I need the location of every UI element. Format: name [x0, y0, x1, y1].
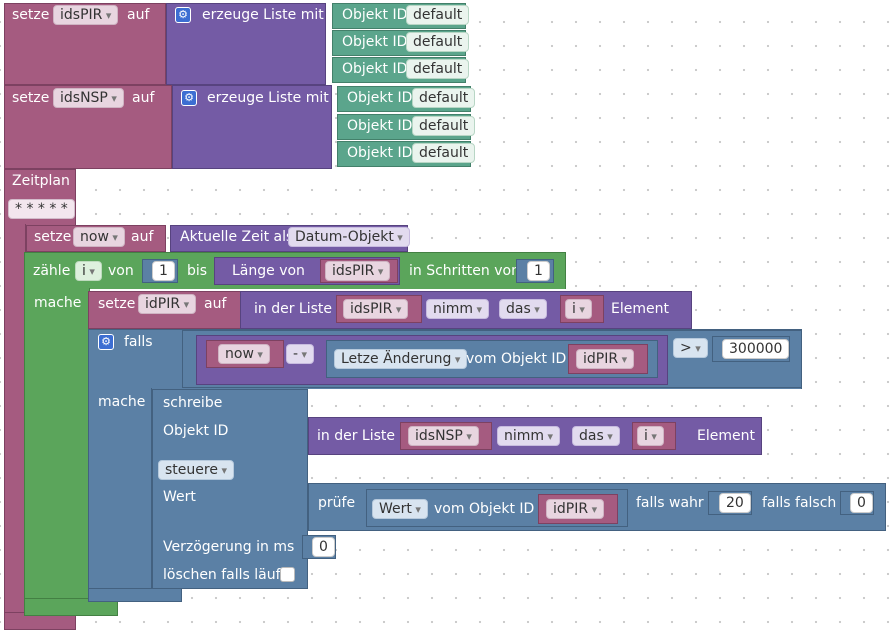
set-label: setze	[12, 7, 50, 23]
count-label: zähle	[33, 263, 71, 279]
in-list-label: in der Liste	[317, 428, 396, 444]
var-dropdown-now[interactable]: now	[218, 344, 270, 364]
value-label: Wert	[163, 489, 196, 505]
element-label: Element	[611, 301, 669, 317]
to-label: auf	[132, 90, 155, 106]
delay-label: Verzögerung in ms	[163, 539, 295, 555]
to-label: auf	[127, 7, 150, 23]
gear-icon[interactable]: ⚙	[98, 334, 114, 350]
create-list-label: erzeuge Liste mit	[202, 7, 324, 23]
state-attr-dropdown[interactable]: Wert	[372, 499, 428, 519]
from-object-id-label: vom Objekt ID	[466, 351, 567, 367]
object-id-label: Objekt ID	[342, 61, 408, 77]
object-id-label: Objekt ID	[342, 7, 408, 23]
false-number-field[interactable]: 0	[850, 493, 873, 513]
object-id-label: Objekt ID	[347, 118, 413, 134]
gear-icon[interactable]: ⚙	[181, 90, 197, 106]
clear-running-label: löschen falls läuft	[163, 567, 286, 583]
do-label: mache	[34, 295, 82, 311]
threshold-number-field[interactable]: 300000	[722, 339, 790, 359]
set-label: setze	[98, 296, 136, 312]
object-id-field[interactable]: default	[412, 143, 476, 163]
list-where-dropdown[interactable]: das	[572, 426, 620, 446]
list-where-dropdown[interactable]: das	[499, 299, 547, 319]
from-number-field[interactable]: 1	[152, 261, 175, 281]
from-object-id-label: vom Objekt ID	[434, 501, 535, 517]
create-list-label: erzeuge Liste mit	[207, 90, 329, 106]
write-block[interactable]	[152, 389, 308, 589]
var-dropdown-idsPIR[interactable]: idsPIR	[53, 5, 119, 25]
if-block-spine	[88, 388, 152, 594]
clear-running-checkbox[interactable]	[280, 567, 295, 582]
create-list-block-1[interactable]	[166, 3, 326, 85]
true-number-field[interactable]: 20	[719, 493, 751, 513]
var-dropdown-idPIR[interactable]: idPIR	[546, 499, 605, 519]
create-list-block-2[interactable]	[172, 85, 332, 169]
schedule-label: Zeitplan	[12, 173, 70, 189]
write-mode-dropdown[interactable]: steuere	[158, 460, 234, 480]
time-format-dropdown[interactable]: Datum-Objekt	[288, 227, 410, 247]
var-dropdown-idsNSP[interactable]: idsNSP	[53, 88, 124, 108]
math-op-dropdown[interactable]: -	[286, 344, 315, 364]
step-number-field[interactable]: 1	[527, 261, 550, 281]
var-dropdown-i[interactable]: i	[75, 261, 102, 281]
var-dropdown-idsPIR[interactable]: idsPIR	[343, 299, 409, 319]
set-label: setze	[12, 90, 50, 106]
if-false-label: falls falsch	[762, 495, 837, 511]
check-label: prüfe	[318, 495, 356, 511]
list-mode-dropdown[interactable]: nimm	[497, 426, 561, 446]
to-label: auf	[131, 229, 154, 245]
count-loop-foot	[24, 598, 118, 616]
element-label: Element	[697, 428, 755, 444]
var-dropdown-now[interactable]: now	[73, 227, 125, 247]
if-true-label: falls wahr	[636, 495, 704, 511]
current-time-label: Aktuelle Zeit als	[180, 229, 294, 245]
object-id-field[interactable]: default	[412, 116, 476, 136]
do-label: mache	[98, 394, 146, 410]
list-mode-dropdown[interactable]: nimm	[426, 299, 490, 319]
gear-icon[interactable]: ⚙	[175, 7, 191, 23]
to-label: auf	[204, 296, 227, 312]
compare-op-dropdown[interactable]: >	[673, 338, 708, 358]
from-label: von	[108, 263, 134, 279]
write-label: schreibe	[163, 395, 223, 411]
object-id-field[interactable]: default	[412, 88, 476, 108]
in-list-label: in der Liste	[254, 301, 333, 317]
in-steps-label: in Schritten von	[409, 263, 520, 279]
var-dropdown-idsPIR[interactable]: idsPIR	[325, 261, 391, 281]
var-dropdown-i[interactable]: i	[637, 426, 664, 446]
count-loop-spine	[24, 288, 90, 318]
object-id-label: Objekt ID	[347, 145, 413, 161]
to-label: bis	[187, 263, 208, 279]
var-dropdown-idPIR[interactable]: idPIR	[138, 294, 197, 314]
state-attr-dropdown[interactable]: Letze Änderung	[334, 349, 468, 369]
count-loop-spine	[24, 316, 90, 604]
delay-number-field[interactable]: 0	[312, 537, 335, 557]
object-id-field[interactable]: default	[406, 32, 470, 52]
object-id-field[interactable]: default	[406, 59, 470, 79]
object-id-field[interactable]: default	[406, 5, 470, 25]
schedule-block-spine	[4, 224, 26, 616]
var-dropdown-idsNSP[interactable]: idsNSP	[408, 426, 479, 446]
var-dropdown-idPIR[interactable]: idPIR	[576, 349, 635, 369]
set-label: setze	[34, 229, 72, 245]
if-label: falls	[124, 334, 153, 350]
object-id-label: Objekt ID	[163, 423, 229, 439]
length-of-label: Länge von	[232, 263, 305, 279]
object-id-label: Objekt ID	[342, 34, 408, 50]
cron-field[interactable]: * * * * *	[8, 199, 75, 219]
var-dropdown-i[interactable]: i	[565, 299, 592, 319]
object-id-label: Objekt ID	[347, 90, 413, 106]
if-block-foot	[88, 588, 182, 602]
